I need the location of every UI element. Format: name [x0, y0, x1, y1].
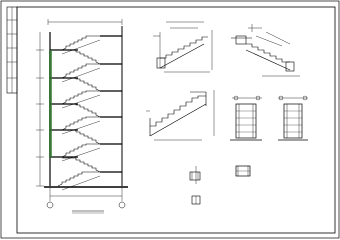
detail-b-flight	[231, 24, 300, 77]
inner-border	[16, 6, 336, 234]
main-stair-section	[36, 19, 128, 201]
small-detail-1	[189, 166, 201, 184]
main-section-title	[72, 210, 104, 214]
detail-c-flight	[146, 90, 215, 141]
detail-a-flight	[153, 21, 213, 73]
detail-d-section	[230, 95, 262, 141]
grid-marker-left	[46, 201, 54, 209]
title-strip	[6, 6, 18, 94]
accent-column	[49, 50, 52, 158]
small-detail-3	[191, 195, 201, 205]
grid-marker-right	[118, 201, 126, 209]
small-detail-2	[235, 165, 251, 177]
detail-e-section	[278, 95, 308, 141]
